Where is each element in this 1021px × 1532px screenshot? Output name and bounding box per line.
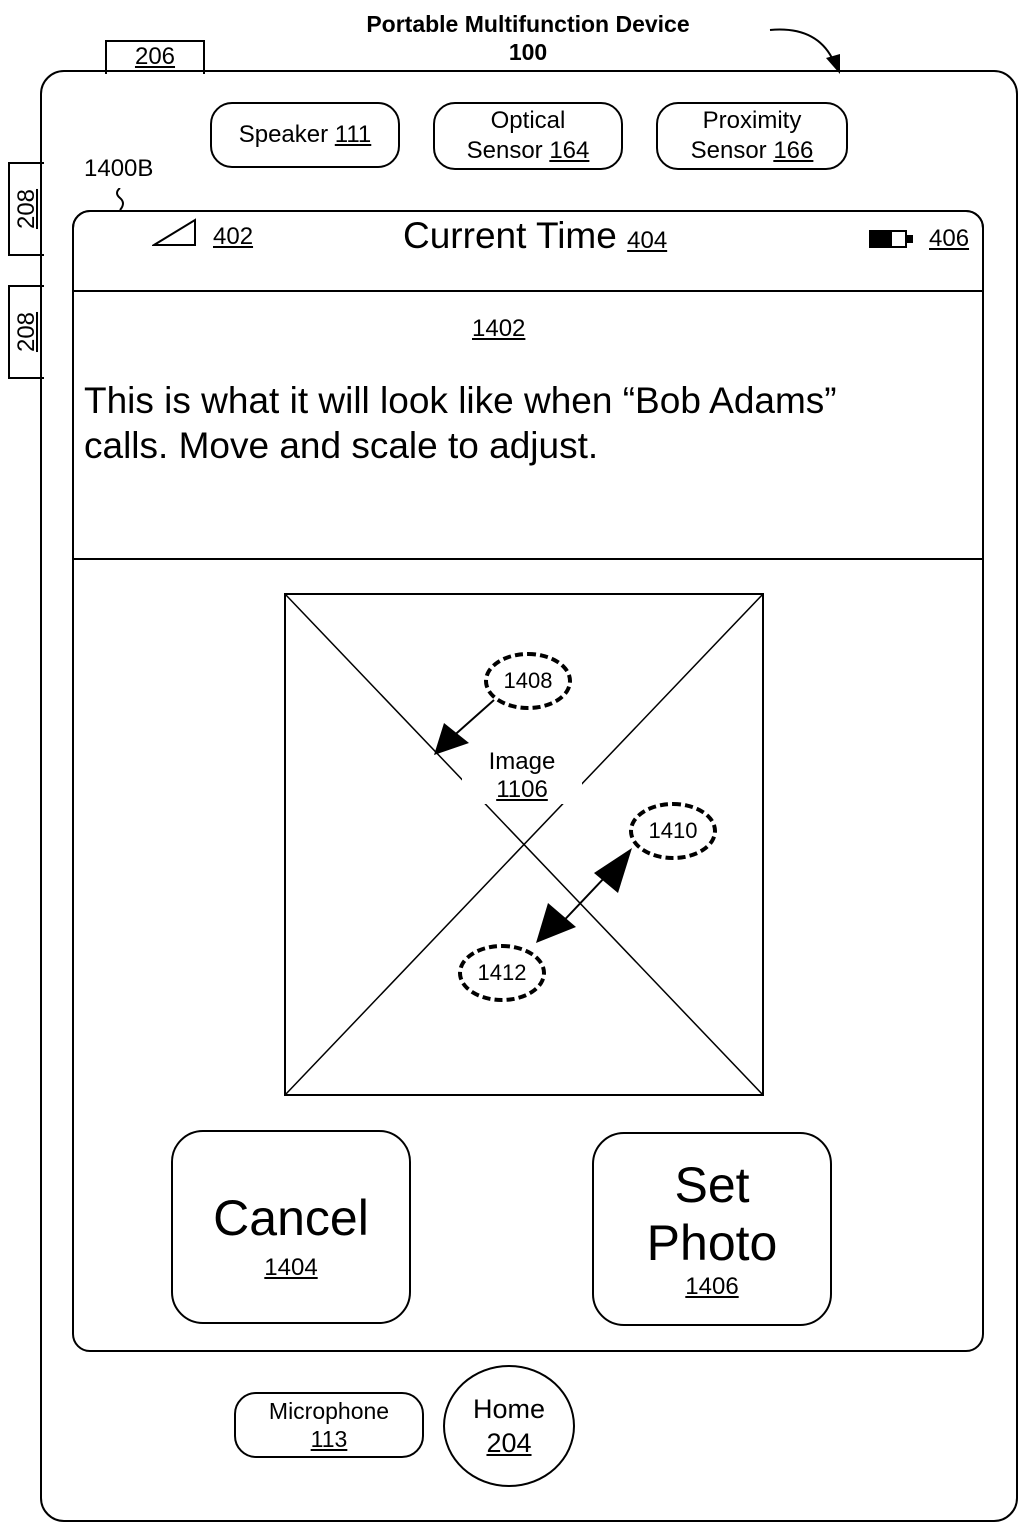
set-photo-button-line1: Set xyxy=(674,1157,750,1213)
message-line-1: This is what it will look like when “Bob… xyxy=(84,380,837,421)
figure-title: Portable Multifunction Device 100 xyxy=(300,10,756,66)
message-area-ref: 1402 xyxy=(472,315,526,342)
message-text: This is what it will look like when “Bob… xyxy=(84,378,837,468)
battery-icon xyxy=(869,230,913,248)
speaker-label: Speaker xyxy=(238,121,329,148)
message-area xyxy=(72,290,984,560)
speaker-ref: 111 xyxy=(334,121,372,148)
proximity-sensor-line1: Proximity xyxy=(702,107,802,134)
battery-ref: 406 xyxy=(929,225,970,252)
home-button[interactable]: Home 204 xyxy=(443,1365,575,1487)
optical-sensor-line2: Sensor xyxy=(466,137,543,164)
set-photo-button[interactable]: Set Photo 1406 xyxy=(592,1132,832,1326)
cancel-button-label: Cancel xyxy=(213,1190,369,1246)
cancel-button-ref: 1404 xyxy=(264,1254,318,1281)
microphone: Microphone 113 xyxy=(234,1392,424,1458)
signal-strength-icon xyxy=(152,218,196,246)
gesture-1408: 1408 xyxy=(484,652,572,710)
optical-sensor-ref: 164 xyxy=(549,137,590,164)
current-time-label: Current Time xyxy=(403,215,617,256)
device-pointer-arrow xyxy=(769,28,840,74)
gesture-1410: 1410 xyxy=(629,802,717,860)
microphone-label: Microphone xyxy=(268,1398,390,1424)
home-button-ref: 204 xyxy=(486,1428,532,1458)
image-ref: 1106 xyxy=(496,776,548,803)
home-button-label: Home xyxy=(472,1394,546,1424)
screen-ref-label: 1400B xyxy=(84,155,154,182)
optical-sensor: Optical Sensor 164 xyxy=(433,102,623,170)
current-time: Current Time 404 xyxy=(403,214,667,263)
proximity-sensor-ref: 166 xyxy=(773,137,814,164)
proximity-sensor-line2: Sensor xyxy=(690,137,767,164)
ref-208-label-bottom: 208 xyxy=(13,311,40,353)
current-time-ref: 404 xyxy=(627,227,668,254)
signal-ref: 402 xyxy=(213,223,254,250)
cancel-button[interactable]: Cancel 1404 xyxy=(171,1130,411,1324)
ref-208-tab-bottom: 208 xyxy=(8,285,44,379)
image-label: Image 1106 xyxy=(462,748,582,804)
message-line-2: calls. Move and scale to adjust. xyxy=(84,425,599,466)
ref-206-label: 206 xyxy=(134,43,176,70)
set-photo-button-line2: Photo xyxy=(646,1215,778,1271)
screen-ref-squiggle xyxy=(116,188,124,211)
microphone-ref: 113 xyxy=(310,1426,348,1452)
device-number: 100 xyxy=(508,39,548,65)
status-bar xyxy=(72,210,984,292)
proximity-sensor: Proximity Sensor 166 xyxy=(656,102,848,170)
speaker: Speaker 111 xyxy=(210,102,400,168)
gesture-1412: 1412 xyxy=(458,944,546,1002)
optical-sensor-line1: Optical xyxy=(490,107,566,134)
set-photo-button-ref: 1406 xyxy=(685,1273,739,1300)
device-title: Portable Multifunction Device xyxy=(366,11,690,37)
ref-208-label-top: 208 xyxy=(13,188,40,230)
image-label-text: Image xyxy=(488,748,556,775)
ref-206-tab: 206 xyxy=(105,40,205,74)
ref-208-tab-top: 208 xyxy=(8,162,44,256)
device-body xyxy=(40,70,1018,1522)
